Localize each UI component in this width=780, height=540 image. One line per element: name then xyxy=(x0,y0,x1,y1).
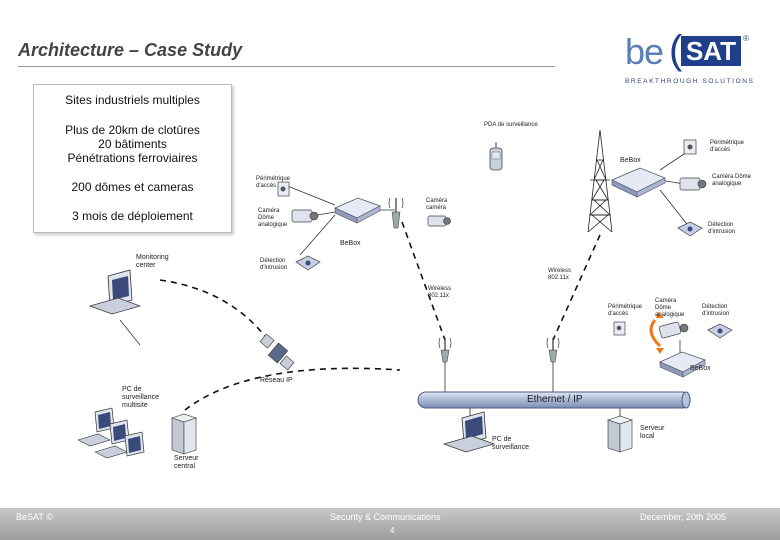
wireless-link-right xyxy=(552,234,601,341)
label-reseau-ip: Réseau IP xyxy=(260,377,293,384)
label-wireless-right: Wireless 802.11x xyxy=(548,268,572,281)
central-server-icon xyxy=(171,413,197,455)
logo-paren: ( xyxy=(669,28,683,72)
link-multisite-to-reseau xyxy=(184,367,401,411)
summary-line: Plus de 20km de clotûres xyxy=(65,123,200,137)
label-detection-left: Détection d'intrusion xyxy=(260,258,288,271)
label-pc-surveillance: PC de surveillance xyxy=(492,436,529,451)
footer-copyright: BeSAT © xyxy=(16,512,53,522)
link-monitoring-to-reseau xyxy=(159,279,269,341)
title-divider xyxy=(18,66,555,67)
summary-line: Sites industriels multiples xyxy=(65,93,200,107)
label-camera-dome-left: Caméra Dôme analogique xyxy=(258,208,288,228)
wireless-antenna-right-icon xyxy=(546,337,560,363)
pc-surveillance-icon xyxy=(442,411,496,453)
orange-rotation-arrow-icon xyxy=(649,312,664,354)
satellite-icon xyxy=(259,333,295,371)
perimeter-sensor-mid-icon xyxy=(613,321,626,336)
label-perimetrique-mid: Périmétrique d'accès xyxy=(608,304,643,317)
label-serveur-local: Serveur local xyxy=(640,425,665,440)
perimeter-sensor-right-icon xyxy=(683,139,697,155)
label-camera-dome-mid: Caméra Dôme analogique xyxy=(655,298,685,318)
besat-logo: be ( SAT ® BREAKTHROUGH SOLUTIONS xyxy=(625,30,755,90)
label-pda: PDA de surveillance xyxy=(484,122,538,128)
footer-center-text: Security & Communications xyxy=(330,512,441,522)
architecture-diagram xyxy=(77,129,733,459)
footer-page-number: 4 xyxy=(390,526,395,535)
summary-line: 200 dômes et cameras xyxy=(71,180,194,194)
intrusion-detector-left-icon xyxy=(295,255,321,271)
label-perimetrique-right: Périmétrique d'accès xyxy=(710,140,745,153)
bebox-top-device-icon xyxy=(611,167,666,198)
bebox-mid-device-icon xyxy=(659,351,706,378)
footer-bar: BeSAT © Security & Communications 4 Dece… xyxy=(0,508,780,540)
label-detection-mid: Détection d'intrusion xyxy=(702,304,730,317)
logo-registered: ® xyxy=(743,34,749,43)
label-perimetrique-left: Périmétrique d'accès xyxy=(256,176,291,189)
dome-camera-right-icon xyxy=(679,177,707,191)
label-serveur-central: Serveur central xyxy=(174,455,199,470)
monitoring-computer-icon xyxy=(88,269,142,315)
intrusion-detector-mid-icon xyxy=(707,323,733,339)
label-monitoring-center: Monitoring center xyxy=(136,254,169,269)
intrusion-detector-right-icon xyxy=(677,221,703,237)
bebox-left-device-icon xyxy=(334,197,381,224)
dome-camera-mid-icon xyxy=(658,321,689,339)
ethernet-backbone xyxy=(417,391,691,409)
label-bebox-left: BeBox xyxy=(340,240,361,247)
logo-name: SAT xyxy=(681,36,741,66)
dome-camera-left-icon xyxy=(291,209,319,223)
wireless-antenna-mid-icon xyxy=(438,337,452,363)
footer-date: December, 20th 2005 xyxy=(640,512,727,522)
wired-links xyxy=(119,149,691,420)
local-server-icon xyxy=(607,415,633,453)
radio-tower-icon xyxy=(587,129,613,233)
summary-line: 3 mois de déploiement xyxy=(72,209,193,223)
case-study-summary-box: Sites industriels multiples Plus de 20km… xyxy=(33,84,232,233)
wireless-link-left xyxy=(401,221,446,341)
perimeter-sensor-left-icon xyxy=(277,181,290,197)
summary-line: Pénétrations ferroviaires xyxy=(67,151,198,165)
label-wireless-left: Wireless 802.11x xyxy=(428,286,452,299)
label-bebox-top: BeBox xyxy=(620,157,641,164)
label-ethernet-ip: Ethernet / IP xyxy=(527,394,583,405)
wireless-links xyxy=(159,221,601,411)
logo-prefix: be xyxy=(625,31,664,72)
label-bebox-mid: BeBox xyxy=(690,365,711,372)
camera-left-icon xyxy=(427,215,451,227)
label-camera-left: Caméra caméra xyxy=(426,198,448,211)
label-detection-right: Détection d'intrusion xyxy=(708,222,736,235)
label-camera-dome-right: Caméra Dôme analogique xyxy=(712,174,752,187)
pc-multisite-icon xyxy=(77,407,145,459)
summary-line: 20 bâtiments xyxy=(98,137,167,151)
logo-tagline: BREAKTHROUGH SOLUTIONS xyxy=(625,78,755,85)
wireless-antenna-left-icon xyxy=(388,197,404,229)
pda-icon xyxy=(489,142,503,171)
page-title: Architecture – Case Study xyxy=(18,40,243,60)
label-pc-multisite: PC de surveillance multisite xyxy=(122,386,159,409)
